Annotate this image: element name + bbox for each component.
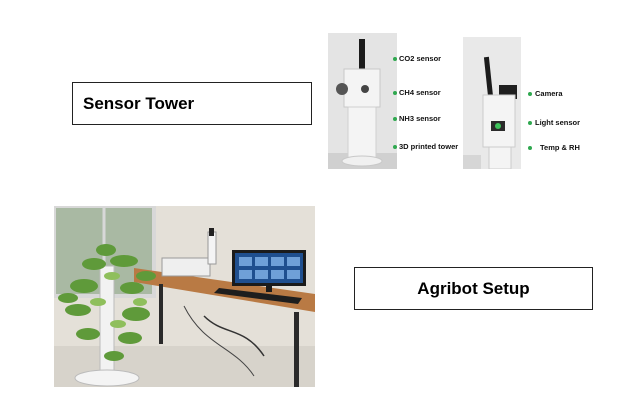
callout-light-sensor: Light sensor xyxy=(535,118,581,127)
callout-nh3-sensor: NH3 sensor xyxy=(399,114,441,123)
callout-camera: Camera xyxy=(535,89,563,98)
callout-3d-printed-tower: 3D printed tower xyxy=(399,142,459,151)
callout-co2-sensor: CO2 sensor xyxy=(399,54,442,63)
agribot-setup-label: Agribot Setup xyxy=(417,278,530,298)
callout-ch4-sensor: CH4 sensor xyxy=(399,88,441,97)
sensor-tower-label: Sensor Tower xyxy=(83,93,195,113)
sensor-tower-front-illustration xyxy=(328,33,397,169)
sensor-tower-photo-left xyxy=(328,33,397,169)
sensor-tower-label-box: Sensor Tower xyxy=(72,82,312,125)
callout-dot-nh3 xyxy=(393,117,397,121)
callout-dot-ch4 xyxy=(393,91,397,95)
callout-dot-camera xyxy=(528,92,532,96)
agribot-setup-photo xyxy=(54,206,315,387)
callout-dot-co2 xyxy=(393,57,397,61)
sensor-tower-photo-right xyxy=(463,37,521,169)
agribot-setup-label-box: Agribot Setup xyxy=(354,267,593,310)
callout-dot-temp xyxy=(528,146,532,150)
callout-temp-rh: Temp & RH xyxy=(540,143,580,152)
callout-dot-tower xyxy=(393,145,397,149)
agribot-setup-illustration xyxy=(54,206,315,387)
callout-dot-light xyxy=(528,121,532,125)
sensor-tower-side-illustration xyxy=(463,37,521,169)
